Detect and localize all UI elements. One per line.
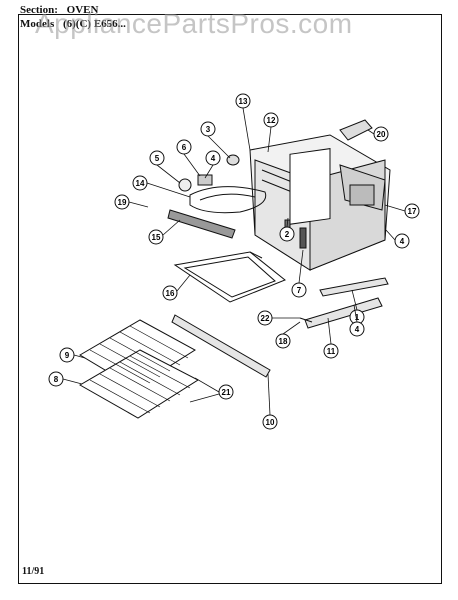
oven-cavity [249, 134, 391, 271]
oven-racks [78, 319, 200, 419]
svg-text:13: 13 [239, 97, 248, 106]
callout-10: 10 [262, 414, 278, 430]
callout-19: 19 [114, 194, 130, 210]
svg-text:7: 7 [297, 286, 302, 295]
oven-light-assembly [178, 154, 240, 192]
svg-text:4: 4 [211, 154, 216, 163]
model-header: Models (6)(C) E656... [20, 18, 126, 30]
vent-duct [339, 119, 373, 141]
svg-text:15: 15 [152, 233, 161, 242]
callout-7: 7 [291, 282, 307, 298]
callout-20: 20 [373, 126, 389, 142]
svg-text:8: 8 [54, 375, 59, 384]
leader-lines [62, 107, 406, 416]
diagram-frame [18, 14, 442, 584]
svg-text:19: 19 [118, 198, 127, 207]
svg-text:18: 18 [279, 337, 288, 346]
callout-5: 5 [149, 150, 165, 166]
callout-4b: 4 [394, 233, 410, 249]
callout-4a: 4 [205, 150, 221, 166]
section-label: Section: [20, 4, 58, 16]
callout-labels: 13 20 12 3 6 4 5 14 17 19 15 2 4 16 7 1 … [48, 93, 420, 430]
callout-21: 21 [218, 384, 234, 400]
svg-text:20: 20 [377, 130, 386, 139]
svg-text:4: 4 [400, 237, 405, 246]
callout-13: 13 [235, 93, 251, 109]
callout-4c: 4 [349, 321, 365, 337]
svg-text:2: 2 [285, 230, 290, 239]
section-value: OVEN [66, 4, 99, 16]
svg-text:21: 21 [222, 388, 231, 397]
svg-text:6: 6 [182, 143, 187, 152]
callout-3: 3 [200, 121, 216, 137]
watermark-text: AppliancePartsPros.com [35, 8, 353, 39]
callout-8: 8 [48, 371, 64, 387]
svg-text:12: 12 [267, 116, 276, 125]
callout-16: 16 [162, 285, 178, 301]
svg-text:17: 17 [408, 207, 417, 216]
callout-14: 14 [132, 175, 148, 191]
svg-text:16: 16 [166, 289, 175, 298]
bake-element [173, 251, 286, 303]
callout-11: 11 [323, 343, 339, 359]
callout-12: 12 [263, 112, 279, 128]
callout-15: 15 [148, 229, 164, 245]
svg-text:10: 10 [266, 418, 275, 427]
trim-strip [167, 209, 236, 239]
callout-22: 22 [257, 310, 273, 326]
svg-text:1: 1 [355, 313, 360, 322]
callout-6: 6 [176, 139, 192, 155]
callout-18: 18 [275, 333, 291, 349]
callout-9: 9 [59, 347, 75, 363]
svg-text:3: 3 [206, 125, 211, 134]
svg-text:11: 11 [327, 347, 336, 356]
revision-date: 11/91 [22, 566, 45, 577]
svg-text:9: 9 [65, 351, 70, 360]
model-label: Models [20, 18, 55, 30]
svg-text:22: 22 [261, 314, 270, 323]
callout-17: 17 [404, 203, 420, 219]
svg-text:4: 4 [355, 325, 360, 334]
svg-text:14: 14 [136, 179, 145, 188]
callout-2: 2 [279, 226, 295, 242]
broil-element [189, 186, 267, 214]
svg-text:5: 5 [155, 154, 160, 163]
section-header: Section: OVEN [20, 4, 98, 16]
support-rails [171, 277, 389, 378]
model-value: (6)(C) E656... [62, 18, 126, 30]
